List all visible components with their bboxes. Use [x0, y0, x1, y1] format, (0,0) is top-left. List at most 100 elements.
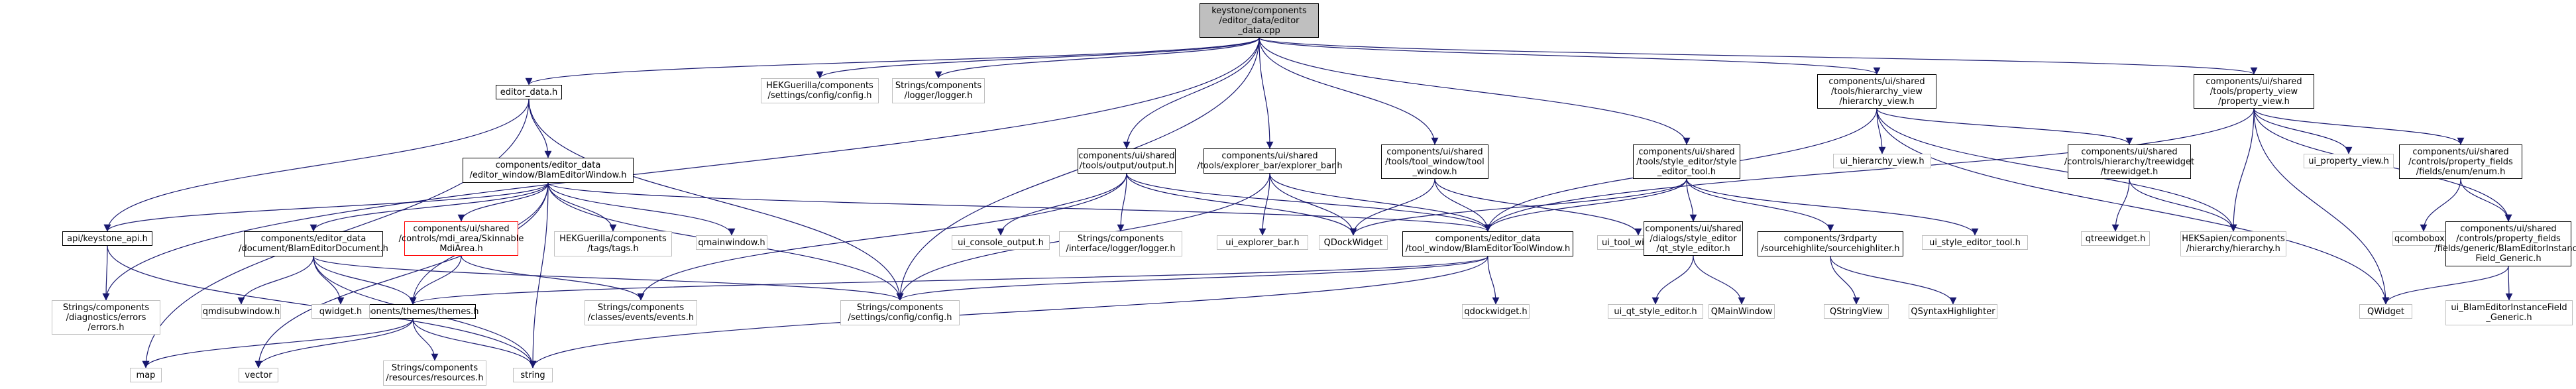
- edge-style-editor-h-to-qdockwidget: [1349, 178, 1687, 236]
- node-label-line: QDockWidget: [1323, 237, 1383, 248]
- node-label-line: ui_explorer_bar.h: [1225, 237, 1300, 248]
- node-label-line: QMainWindow: [1710, 306, 1773, 317]
- node-blam-tool-window[interactable]: components/editor_data/tool_window/BlamE…: [1402, 231, 1573, 256]
- edge-root-to-property-view-h: [1259, 37, 2257, 75]
- edge-treewidget-to-hek-hierarchy: [2129, 178, 2237, 232]
- node-mdi-area[interactable]: components/ui/shared/controls/mdi_area/S…: [399, 221, 524, 256]
- edge-hierarchy-view-h-to-hek-hierarchy: [1876, 108, 2237, 232]
- node-label-line: /property_view.h: [2218, 96, 2290, 107]
- node-label-line: ui_qt_style_editor.h: [1614, 306, 1697, 317]
- node-label-line: vector: [245, 370, 272, 380]
- node-label-line: /editor_window/BlamEditorWindow.h: [469, 170, 627, 180]
- node-output-h[interactable]: components/ui/shared/tools/output/output…: [1078, 148, 1176, 174]
- node-errors: Strings/components/diagnostics/errors/er…: [52, 300, 160, 335]
- node-label-line: ui_property_view.h: [2308, 156, 2389, 166]
- edge-blam-tool-window-to-qdockwidget-h: [1487, 256, 1500, 305]
- edge-blam-instance-field-to-ui-blam-instance: [2505, 266, 2513, 301]
- edge-themes-to-string: [412, 318, 537, 368]
- edge-root-to-explorer-h: [1259, 37, 1274, 149]
- node-label-line: components/editor_data: [1435, 234, 1541, 244]
- edge-explorer-h-to-ui-explorer: [1259, 173, 1270, 236]
- node-label-line: /tool_window/BlamEditorToolWindow.h: [1405, 244, 1571, 254]
- node-label-line: Strings/components: [597, 303, 685, 313]
- node-label-line: components/ui/shared: [1078, 151, 1175, 161]
- node-ui-console: ui_console_output.h: [952, 235, 1050, 250]
- node-explorer-h[interactable]: components/ui/shared/tools/explorer_bar/…: [1197, 148, 1343, 174]
- edge-root-to-hek-config: [816, 37, 1260, 79]
- node-editor-data-h[interactable]: editor_data.h: [496, 85, 562, 99]
- node-hierarchy-view-h[interactable]: components/ui/shared/tools/hierarchy_vie…: [1817, 74, 1936, 109]
- edge-blam-editor-window-to-blam-editor-doc: [309, 182, 549, 232]
- edge-editor-data-h-to-blam-editor-window: [528, 99, 552, 158]
- node-label-line: Strings/components: [391, 363, 478, 373]
- node-label-line: api/keystone_api.h: [67, 233, 148, 244]
- node-themes[interactable]: components/themes/themes.h: [347, 304, 479, 319]
- edge-root-to-toolwin-h: [1259, 37, 1439, 145]
- node-str-logger: Strings/components/logger/logger.h: [892, 78, 985, 103]
- node-hek-hierarchy: HEKSapien/components/hierarchy/hierarchy…: [2180, 231, 2286, 256]
- node-vector: vector: [239, 368, 278, 382]
- node-enum-h[interactable]: components/ui/shared/controls/property_f…: [2399, 144, 2522, 179]
- node-resources: Strings/components/resources/resources.h: [383, 361, 486, 386]
- edge-blam-editor-window-to-string: [529, 182, 549, 368]
- node-iface-logger: Strings/components/interface/logger/logg…: [1059, 231, 1182, 256]
- node-blam-instance-field[interactable]: components/ui/shared/controls/property_f…: [2434, 221, 2576, 266]
- node-qtreewidget: qtreewidget.h: [2081, 231, 2150, 246]
- node-label-line: HEKSapien/components: [2182, 234, 2285, 244]
- edge-output-h-to-iface-logger: [1117, 173, 1127, 232]
- node-toolwin-h[interactable]: components/ui/shared/tools/tool_window/t…: [1381, 144, 1488, 179]
- edge-property-view-h-to-hek-hierarchy: [2229, 108, 2255, 232]
- node-label-line: /tools/style_editor/style: [1636, 156, 1737, 167]
- node-label-line: ui_style_editor_tool.h: [1929, 237, 2021, 248]
- edge-blam-editor-window-to-vector: [254, 182, 549, 368]
- node-label-line: /hierarchy/hierarchy.h: [2186, 244, 2280, 254]
- node-sourcehighlite[interactable]: components/3rdparty/sourcehighlite/sourc…: [1758, 231, 1903, 256]
- node-label-line: HEKGuerilla/components: [766, 81, 873, 91]
- node-property-view-h[interactable]: components/ui/shared/tools/property_view…: [2194, 74, 2314, 109]
- node-label-line: _data.cpp: [1238, 25, 1280, 36]
- edge-mdi-area-to-themes: [409, 255, 462, 305]
- node-style-editor-h[interactable]: components/ui/shared/tools/style_editor/…: [1633, 144, 1740, 179]
- node-label-line: components/ui/shared: [1638, 146, 1735, 157]
- edge-hierarchy-view-h-to-treewidget: [1876, 108, 2133, 145]
- edge-hierarchy-view-h-to-ui-hierarchy: [1876, 108, 1886, 154]
- edge-themes-to-map: [142, 318, 414, 368]
- node-string: string: [513, 368, 553, 382]
- node-treewidget[interactable]: components/ui/shared/controls/hierarchy/…: [2064, 144, 2194, 179]
- node-label-line: Strings/components: [856, 303, 944, 313]
- node-label-line: /fields/enum/enum.h: [2416, 166, 2506, 177]
- node-blam-editor-doc[interactable]: components/editor_data/document/BlamEdit…: [239, 231, 388, 256]
- node-qcombobox: qcombobox.h: [2392, 231, 2455, 246]
- edge-editor-data-h-to-api: [103, 99, 530, 232]
- node-hek-tags: HEKGuerilla/components/tags/tags.h: [554, 231, 672, 256]
- node-label-line: qcombobox.h: [2394, 233, 2453, 244]
- edge-treewidget-to-qtreewidget: [2111, 178, 2130, 232]
- node-label-line: /settings/config/config.h: [767, 91, 872, 101]
- edge-root-to-output-h: [1123, 37, 1260, 149]
- edge-blam-tool-window-to-str-config: [896, 256, 1488, 301]
- edge-toolwin-h-to-blam-tool-window: [1434, 178, 1492, 232]
- edge-blam-editor-window-to-api: [103, 182, 549, 232]
- node-qstringview: QStringView: [1824, 304, 1889, 319]
- node-label-line: Strings/components: [895, 81, 982, 91]
- node-ui-hierarchy: ui_hierarchy_view.h: [1833, 154, 1931, 168]
- node-label-line: /sourcehighlite/sourcehighliter.h: [1761, 244, 1900, 254]
- node-qt-style-editor[interactable]: components/ui/shared/dialogs/style_edito…: [1644, 221, 1743, 256]
- edge-sourcehighlite-to-qstringview: [1830, 256, 1860, 305]
- node-label-line: /hierarchy_view.h: [1839, 96, 1915, 107]
- node-label-line: /fields/generic/BlamEditorInstance: [2434, 244, 2576, 254]
- node-api[interactable]: api/keystone_api.h: [62, 231, 152, 246]
- edge-qt-style-editor-to-qmainwindow-q: [1693, 255, 1746, 305]
- edge-explorer-h-to-blam-tool-window: [1269, 173, 1492, 232]
- edge-blam-tool-window-to-string: [529, 256, 1488, 368]
- node-label-line: string: [520, 370, 545, 380]
- node-label-line: /controls/hierarchy/treewidget: [2064, 156, 2195, 167]
- node-root[interactable]: keystone/components/editor_data/editor_d…: [1200, 3, 1319, 38]
- node-blam-editor-window[interactable]: components/editor_data/editor_window/Bla…: [463, 158, 634, 183]
- node-label-line: /diagnostics/errors: [66, 312, 146, 323]
- node-label-line: /controls/property_fields: [2456, 234, 2561, 244]
- node-label-line: components/3rdparty: [1783, 234, 1877, 244]
- edge-blam-editor-window-to-hek-tags: [547, 182, 617, 232]
- edge-blam-editor-window-to-blam-tool-window: [547, 182, 1491, 232]
